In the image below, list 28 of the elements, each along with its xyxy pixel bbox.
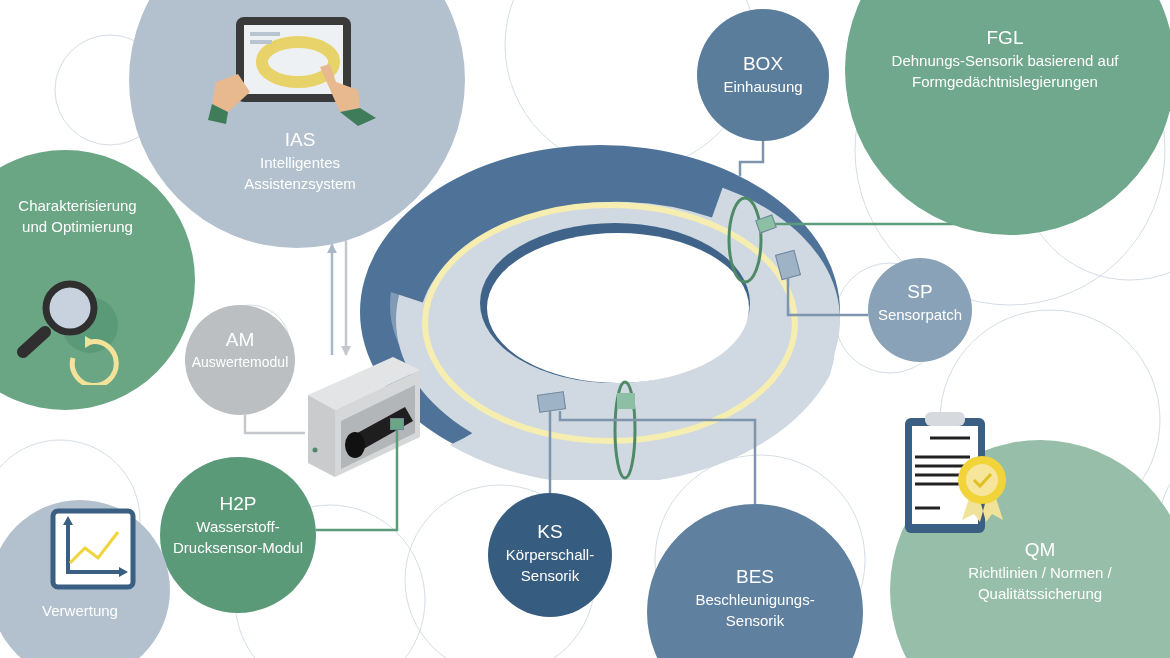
arrow [327,243,337,355]
leader-line [786,278,869,317]
topic-abbreviation: FGL [985,26,1025,50]
topic-abbreviation: AM [224,328,256,352]
topic-description: Körperschall-Sensorik [504,545,596,586]
leader-line [558,411,757,504]
topic-description: Intelligentes Assistenzsystem [243,153,357,194]
topic-description: Beschleunigungs-Sensorik [694,590,816,631]
topic-abbreviation: QM [1023,538,1057,562]
leader-line [243,414,305,435]
topic-abbreviation: H2P [218,492,258,516]
topic-abbreviation: BES [735,565,775,589]
arrow [341,240,351,356]
topic-abbreviation: KS [536,520,564,544]
topic-description: Charakterisierung und Optimierung [17,196,138,237]
leader-line [738,141,765,177]
topic-description: Wasserstoff-Drucksensor-Modul [171,517,304,558]
topic-description: Auswertemodul [190,353,290,372]
topic-abbreviation: BOX [741,52,785,76]
topic-description: Verwertung [41,601,119,621]
leader-line [548,411,552,493]
sensor [390,418,404,430]
topic-abbreviation: IAS [283,128,317,152]
topic-description: Sensorpatch [876,305,964,325]
topic-abbreviation: SP [906,280,934,304]
topic-description: Richtlinien / Normen / Qualitätssicherung [967,563,1113,604]
topic-description: Dehnungs-Sensorik basierend auf Formgedächtnislegierungen [890,51,1120,92]
topic-description: Einhausung [722,77,804,97]
